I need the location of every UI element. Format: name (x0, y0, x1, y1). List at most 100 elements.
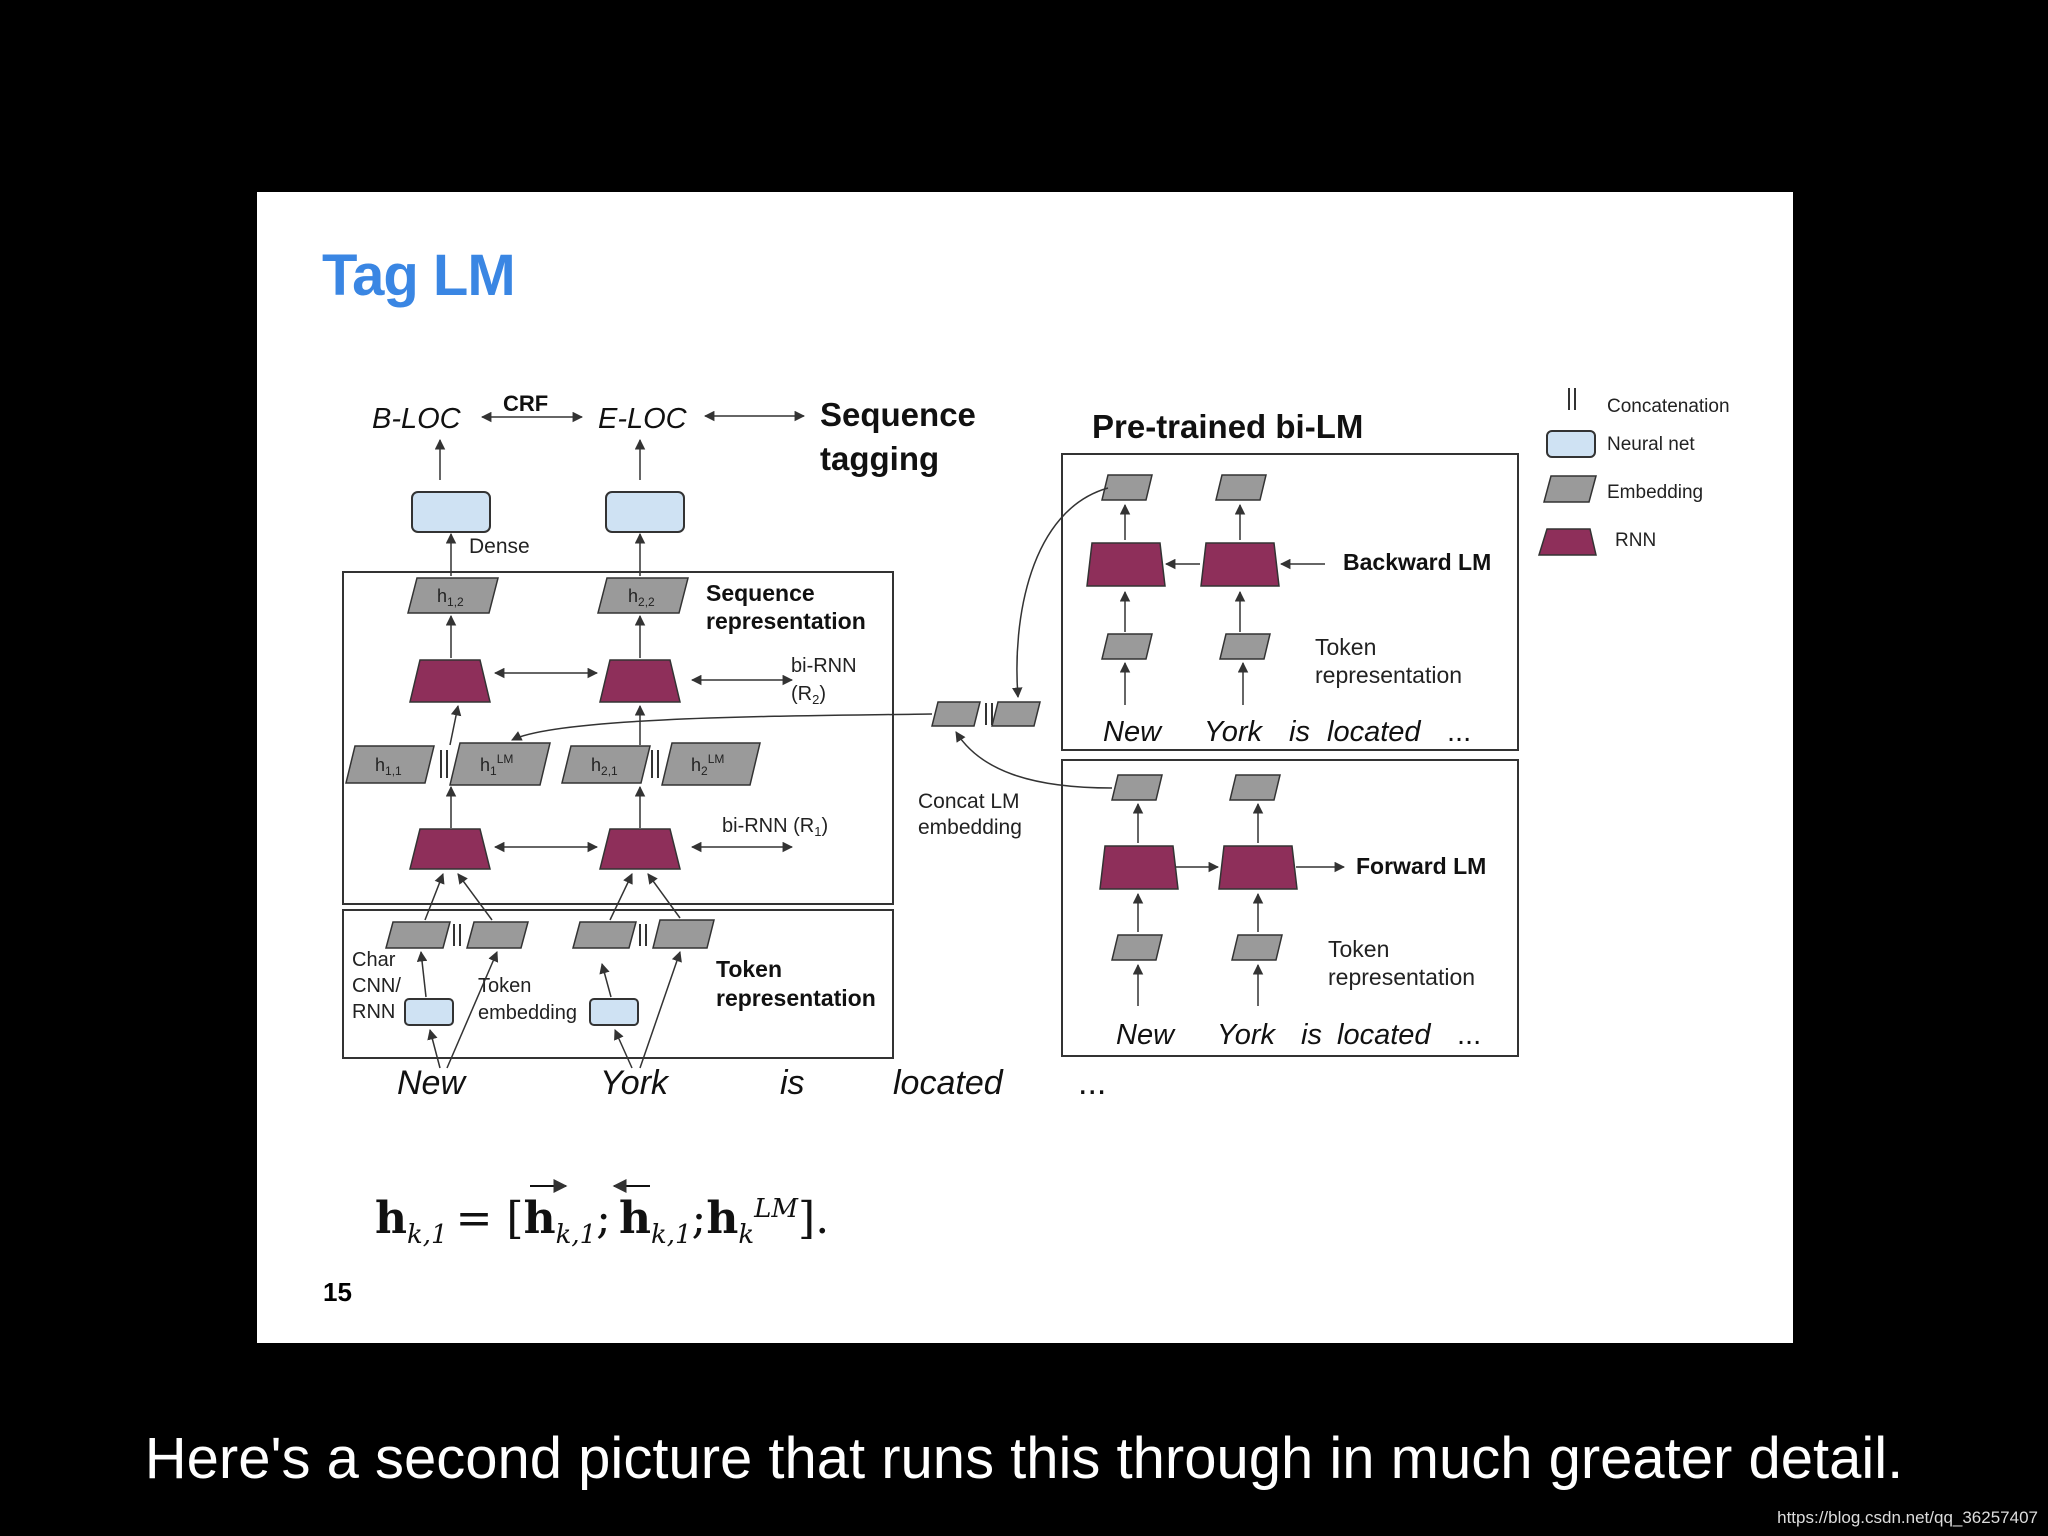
formula-semi1: ; (596, 1193, 611, 1244)
birnn-r2-sub: 2 (812, 692, 819, 707)
legend-neural-net-swatch (1546, 430, 1596, 458)
h21-sub: 2,1 (601, 764, 618, 778)
h11-label: h1,1 (375, 755, 402, 778)
bwd-to-concat-arrow (1012, 487, 1109, 699)
word-located: located (893, 1064, 1004, 1102)
token-emb-label-1: Token (478, 975, 531, 997)
char-label-2: CNN/ (352, 975, 401, 997)
video-caption: Here's a second picture that runs this t… (144, 1426, 1904, 1491)
formula-text: hk,1= [hk,1;hk,1;hkLM]. (375, 1193, 829, 1250)
concat-lm-label-2: embedding (918, 816, 1022, 839)
rnn-r2-cell-2 (599, 659, 681, 703)
charcnn-york-up-arrow (599, 962, 612, 998)
concat-lm-label-1: Concat LM (918, 790, 1020, 813)
char-label-3: RNN (352, 1001, 395, 1023)
legend-embedding-label: Embedding (1607, 482, 1703, 503)
fwd-rnn-cell-2 (1218, 845, 1298, 890)
birnn-r2-close: ) (819, 683, 826, 705)
legend-neural-net-label: Neural net (1607, 434, 1695, 455)
legend-concatenation-label: Concatenation (1607, 396, 1730, 417)
token-emb-label-2: embedding (478, 1002, 577, 1024)
char-label-1: Char (352, 949, 396, 971)
fwd-out-emb-1 (1111, 774, 1163, 801)
formula-lhs-h: h (375, 1193, 407, 1244)
fwd-token-rep-1: Token (1328, 936, 1389, 962)
formula-h-lm: h (706, 1193, 738, 1244)
formula-h-fwd: h (524, 1193, 556, 1244)
h11-text: h (375, 755, 385, 775)
char-cnn-box-york (589, 998, 639, 1026)
h22-sub: 2,2 (638, 595, 655, 609)
word-york: York (600, 1064, 670, 1102)
h2lm-text: h (691, 755, 701, 775)
formula: hk,1= [hk,1;hk,1;hkLM]. (375, 1179, 829, 1250)
dense-layer: Dense (411, 438, 685, 576)
formula-h-bwd: h (619, 1193, 651, 1244)
tok1-to-r1-arrow-b (457, 873, 493, 921)
char-emb-new (385, 921, 451, 949)
legend-rnn-swatch (1537, 528, 1597, 556)
birnn-r1-sub: 1 (814, 824, 821, 839)
bwd-tok-emb-1 (1101, 633, 1153, 660)
h1lm-label: h1LM (480, 752, 513, 778)
word-york-to-char-arrow (614, 1029, 633, 1069)
fwd-out-emb-2 (1229, 774, 1281, 801)
bwd-tok-emb-2 (1219, 633, 1271, 660)
forward-lm-box (1061, 759, 1519, 1057)
fwd-tok-emb-1 (1111, 934, 1163, 961)
watermark-url: https://blog.csdn.net/qq_36257407 (1777, 1508, 2038, 1527)
page-number: 15 (323, 1277, 352, 1307)
h21-embedding (561, 745, 651, 784)
bwd-word-new: New (1103, 716, 1163, 748)
concat-lm-bwd-emb (991, 701, 1041, 727)
char-emb-york (572, 921, 637, 949)
tok2-to-r1-arrow-a (609, 873, 633, 921)
concat-lm-fwd-emb (931, 701, 981, 727)
fwd-word-new: New (1116, 1019, 1176, 1051)
tag-outputs: B-LOC E-LOC CRF Sequence tagging (372, 391, 976, 477)
h12-text: h (437, 586, 447, 606)
dense-box-1 (411, 491, 491, 533)
token-rep-label-1: Token (716, 956, 782, 982)
sequence-tagging-line2: tagging (820, 440, 939, 477)
fwd-token-rep-2: representation (1328, 964, 1475, 990)
word-york-to-emb-arrow (639, 951, 682, 1069)
formula-sup3: LM (753, 1194, 799, 1224)
h1lm-text: h (480, 755, 490, 775)
fwd-word-ellipsis: ... (1457, 1019, 1481, 1051)
concat-to-h1lm-arrow (511, 713, 933, 741)
formula-sub1: k,1 (556, 1220, 597, 1250)
h12-label: h1,2 (437, 586, 464, 609)
legend-rnn-label: RNN (1615, 530, 1656, 551)
tag-b-loc: B-LOC (372, 403, 462, 435)
h22-embedding (597, 577, 689, 614)
backward-lm-box (1061, 453, 1519, 751)
fwd-word-is: is (1301, 1019, 1322, 1051)
h2lm-label: h2LM (691, 752, 724, 778)
fwd-word-located: located (1337, 1019, 1431, 1051)
h21-label: h2,1 (591, 755, 618, 778)
fwd-word-york: York (1217, 1019, 1277, 1051)
birnn-r1-label: bi-RNN (R1) (722, 815, 828, 839)
h1lm-sub: 1 (490, 764, 497, 778)
birnn-r2-label-2: (R2) (791, 683, 826, 707)
h1lm-sup: LM (497, 752, 514, 766)
seq-rep-label-2: representation (706, 608, 866, 634)
backward-lm-label: Backward LM (1343, 549, 1491, 575)
word-new-to-char-arrow (427, 1028, 441, 1069)
word-emb-new (466, 921, 529, 949)
token-rep-label-2: representation (716, 985, 876, 1011)
h11-embedding (345, 745, 435, 784)
fwd-tok-emb-2 (1231, 934, 1283, 961)
birnn-r2-label-1: bi-RNN (791, 655, 857, 677)
legend-embedding-swatch (1543, 475, 1597, 503)
bwd-word-york: York (1204, 716, 1264, 748)
char-cnn-box-new (404, 998, 454, 1026)
birnn-r2-open: (R (791, 683, 812, 705)
crf-label: CRF (503, 391, 548, 416)
slide-title: Tag LM (322, 243, 516, 308)
h2lm-embedding (661, 742, 761, 786)
rnn-r1-cell-1 (409, 828, 491, 870)
formula-eq: = [ (456, 1193, 524, 1244)
